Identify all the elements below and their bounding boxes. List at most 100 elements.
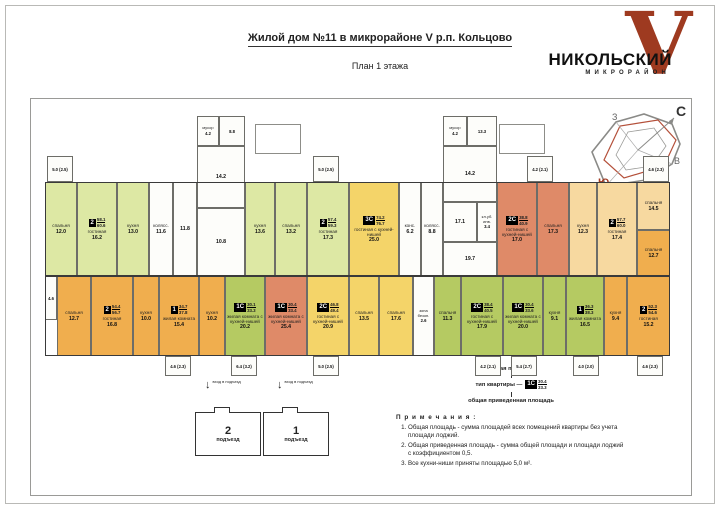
room: 5.0 (2.5)	[313, 156, 339, 182]
page-subtitle: План 1 этажа	[351, 61, 409, 71]
down-arrow-icon: ↓	[277, 379, 283, 391]
entrance-key-diagram: ↓ вход в подъезд ↓ вход в подъезд 2 подъ…	[185, 379, 355, 476]
legend-badge-area-total: 30.4	[538, 379, 547, 386]
developer-logo: V НИКОЛЬСКИЙ микрорайон	[534, 2, 694, 96]
room: 13.3	[467, 116, 497, 146]
room: кл.уб. инв.3.4	[477, 202, 497, 242]
entrance-arrow-2: ↓ вход в подъезд	[205, 379, 265, 391]
entrance-label: подъезд	[216, 437, 240, 443]
note-item: Общая приведенная площадь - сумма общей …	[408, 442, 626, 458]
logo-v-mark: V	[625, 0, 692, 95]
room: колясс.11.6	[149, 182, 173, 276]
floor-plan: 5.0 (2.5)5.0 (2.5)4.2 (2.1)4.6 (2.3)спал…	[45, 110, 670, 380]
room: 8.8	[219, 116, 245, 146]
room: 14.2	[443, 146, 497, 202]
room: 4.6 (2.3)	[643, 156, 669, 182]
entrance-number: 1	[292, 425, 300, 437]
entrance-label: подъезд	[284, 437, 308, 443]
room: 6.4 (3.2)	[231, 356, 257, 376]
page-title: Жилой дом №11 в микрорайоне V р.п. Кольц…	[247, 32, 513, 47]
note-item: Все кухни-ниши приняты площадью 5,0 м².	[408, 460, 626, 468]
room: зона безоп.2.6	[413, 276, 434, 356]
entrance-number: 2	[224, 425, 232, 437]
entrance-block-1: 1 подъезд	[263, 407, 329, 456]
compass-north-label: С	[676, 103, 686, 119]
room	[255, 124, 301, 154]
room: 5.4 (2.7)	[511, 356, 537, 376]
room	[499, 124, 545, 154]
legend-reduced-area-label: общая приведенная площадь	[468, 398, 554, 405]
room: 11.8	[173, 182, 197, 276]
legend-apt-type-label: тип квартиры —	[475, 382, 523, 389]
compass-west-label: З	[612, 112, 617, 122]
room: 4.6 (2.3)	[637, 356, 663, 376]
room: 14.2	[197, 146, 245, 208]
drawing-frame	[30, 98, 692, 496]
legend-connector	[510, 392, 512, 398]
room: 4.6 (2.3)	[165, 356, 191, 376]
room: 4.2 (2.1)	[475, 356, 501, 376]
room: 17.1	[443, 202, 477, 242]
legend-badge-area-reduced: 33.3	[538, 385, 547, 391]
legend-total-area-label: общая площадь	[396, 366, 626, 372]
note-item: Общая площадь - сумма площадей всех поме…	[408, 424, 626, 440]
entrance-arrow-label: вход в подъезд	[212, 379, 241, 384]
room: 4.0 (2.0)	[573, 356, 599, 376]
legend-apartment-badge: 1С 30.4 33.3	[525, 379, 547, 391]
room: 10.8	[197, 208, 245, 276]
logo-name: НИКОЛЬСКИЙ	[548, 50, 672, 69]
header: Жилой дом №11 в микрорайоне V р.п. Кольц…	[100, 28, 660, 71]
entrance-arrow-1: ↓ вход в подъезд	[277, 379, 337, 391]
room: 19.7	[443, 242, 497, 276]
legend: общая площадь тип квартиры — 1С 30.4 33.…	[396, 366, 626, 470]
room: 4.6	[45, 276, 57, 320]
legend-badge-type: 1С	[525, 380, 538, 389]
room: конс.6.2	[399, 182, 421, 276]
room: 4.2 (2.1)	[527, 156, 553, 182]
notes: П р и м е ч а н и я : Общая площадь - су…	[396, 414, 626, 468]
down-arrow-icon: ↓	[205, 379, 211, 391]
